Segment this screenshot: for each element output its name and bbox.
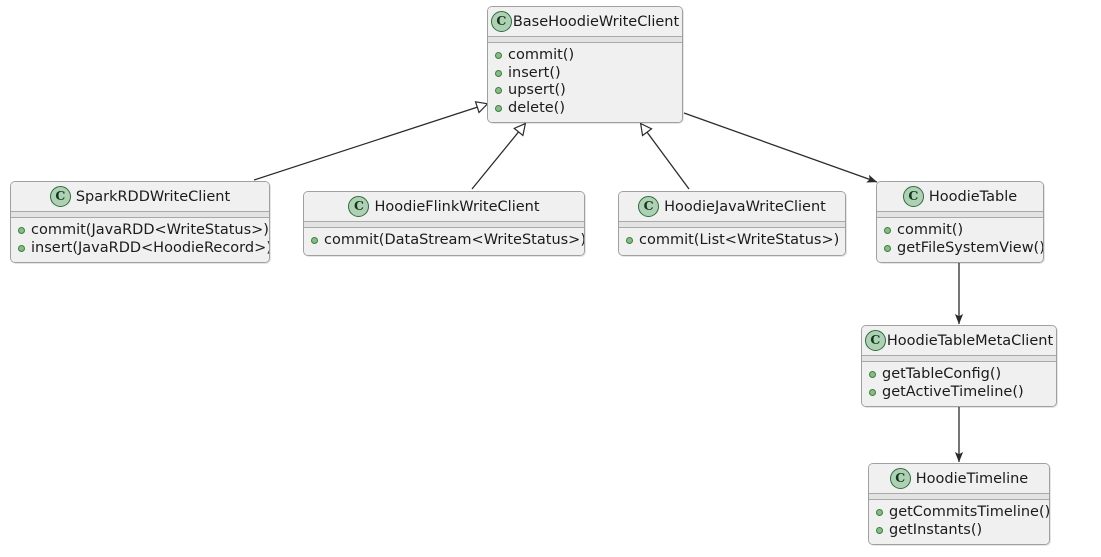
class-name: HoodieFlinkWriteClient <box>374 198 540 215</box>
member-label: getActiveTimeline() <box>882 383 1024 400</box>
public-visibility-icon <box>876 526 883 534</box>
class-hoodie-timeline[interactable]: C HoodieTimeline getCommitsTimeline() ge… <box>868 463 1050 545</box>
public-visibility-icon <box>876 509 883 517</box>
class-c-icon: C <box>864 330 886 351</box>
class-hoodie-flink-write-client[interactable]: C HoodieFlinkWriteClient commit(DataStre… <box>303 191 585 256</box>
class-member: delete() <box>495 100 675 118</box>
class-title-row: C HoodieTableMetaClient <box>862 326 1056 355</box>
class-section-divider <box>488 36 682 43</box>
class-c-icon: C <box>348 196 370 217</box>
member-label: commit() <box>897 222 964 238</box>
class-section-divider <box>619 221 845 228</box>
class-spark-rdd-write-client[interactable]: C SparkRDDWriteClient commit(JavaRDD<Wri… <box>10 181 270 263</box>
member-label: getFileSystemView() <box>897 239 1044 256</box>
member-label: getInstants() <box>889 521 983 538</box>
member-label: getTableConfig() <box>882 366 1002 382</box>
class-title-row: C HoodieTimeline <box>869 464 1049 493</box>
class-name: BaseHoodieWriteClient <box>512 13 680 30</box>
class-section-divider <box>869 493 1049 500</box>
member-label: delete() <box>508 99 565 116</box>
member-label: insert() <box>508 64 561 81</box>
edge-base-uses-table <box>683 112 878 183</box>
public-visibility-icon <box>884 227 891 235</box>
class-section-divider <box>862 355 1056 362</box>
public-visibility-icon <box>869 371 876 379</box>
public-visibility-icon <box>495 69 502 77</box>
class-c-icon: C <box>902 186 924 207</box>
class-member: commit(List<WriteStatus>) <box>626 232 840 250</box>
member-label: commit(List<WriteStatus>) <box>639 232 840 248</box>
class-member: commit(DataStream<WriteStatus>) <box>311 232 584 250</box>
edge-flink-extends-base <box>471 124 525 190</box>
class-title-row: C HoodieTable <box>877 182 1043 211</box>
member-label: commit(DataStream<WriteStatus>) <box>324 232 585 248</box>
class-name: HoodieJavaWriteClient <box>664 198 826 215</box>
class-base-hoodie-write-client[interactable]: C BaseHoodieWriteClient commit() insert(… <box>487 6 683 123</box>
public-visibility-icon <box>18 227 25 235</box>
class-members: commit(List<WriteStatus>) <box>619 228 845 255</box>
class-section-divider <box>877 211 1043 218</box>
class-title-row: C HoodieFlinkWriteClient <box>304 192 584 221</box>
member-label: getCommitsTimeline() <box>889 504 1050 520</box>
public-visibility-icon <box>884 244 891 252</box>
class-name: SparkRDDWriteClient <box>75 188 231 205</box>
class-member: commit() <box>884 222 1036 240</box>
class-name: HoodieTimeline <box>915 470 1029 487</box>
class-members: getCommitsTimeline() getInstants() <box>869 500 1049 544</box>
public-visibility-icon <box>18 244 25 252</box>
class-c-icon: C <box>638 196 660 217</box>
class-name: HoodieTableMetaClient <box>886 332 1054 349</box>
class-title-row: C BaseHoodieWriteClient <box>488 7 682 36</box>
member-label: upsert() <box>508 82 566 98</box>
member-label: insert(JavaRDD<HoodieRecord>) <box>31 239 270 256</box>
class-hoodie-table-meta-client[interactable]: C HoodieTableMetaClient getTableConfig()… <box>861 325 1057 407</box>
public-visibility-icon <box>626 237 633 245</box>
member-label: commit() <box>508 47 575 63</box>
public-visibility-icon <box>311 237 318 245</box>
class-c-icon: C <box>490 11 512 32</box>
class-member: getCommitsTimeline() <box>876 504 1049 522</box>
class-c-icon: C <box>49 186 71 207</box>
class-member: upsert() <box>495 82 675 100</box>
class-hoodie-table[interactable]: C HoodieTable commit() getFileSystemView… <box>876 181 1044 263</box>
class-members: commit(DataStream<WriteStatus>) <box>304 228 584 255</box>
class-title-row: C HoodieJavaWriteClient <box>619 192 845 221</box>
public-visibility-icon <box>495 104 502 112</box>
class-member: insert() <box>495 65 675 83</box>
class-c-icon: C <box>889 468 911 489</box>
class-member: getActiveTimeline() <box>869 384 1049 402</box>
public-visibility-icon <box>869 388 876 396</box>
edge-spark-extends-base <box>253 104 487 181</box>
class-name: HoodieTable <box>928 188 1018 205</box>
class-section-divider <box>11 211 269 218</box>
class-member: commit(JavaRDD<WriteStatus>) <box>18 222 269 240</box>
public-visibility-icon <box>495 52 502 60</box>
class-members: getTableConfig() getActiveTimeline() <box>862 362 1056 406</box>
class-hoodie-java-write-client[interactable]: C HoodieJavaWriteClient commit(List<Writ… <box>618 191 846 256</box>
class-members: commit() insert() upsert() delete() <box>488 43 682 122</box>
member-label: commit(JavaRDD<WriteStatus>) <box>31 222 269 238</box>
class-member: getTableConfig() <box>869 366 1049 384</box>
class-member: getInstants() <box>876 522 1042 540</box>
class-members: commit() getFileSystemView() <box>877 218 1043 262</box>
class-member: getFileSystemView() <box>884 240 1043 258</box>
edge-java-extends-base <box>641 124 690 190</box>
class-title-row: C SparkRDDWriteClient <box>11 182 269 211</box>
class-members: commit(JavaRDD<WriteStatus>) insert(Java… <box>11 218 269 262</box>
class-member: commit() <box>495 47 675 65</box>
class-section-divider <box>304 221 584 228</box>
class-member: insert(JavaRDD<HoodieRecord>) <box>18 240 269 258</box>
public-visibility-icon <box>495 87 502 95</box>
